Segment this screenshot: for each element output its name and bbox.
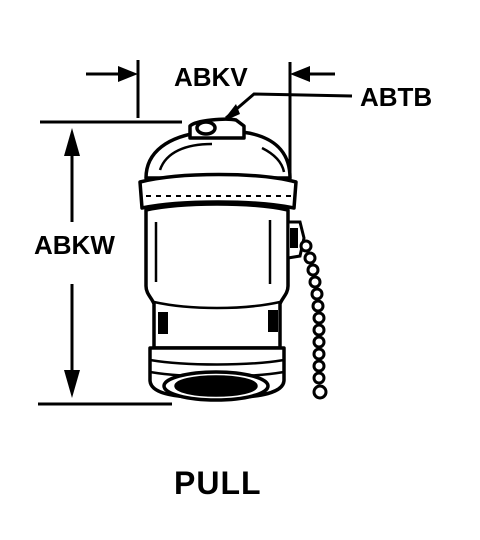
socket-body	[138, 117, 298, 402]
socket-collar	[138, 172, 298, 210]
pull-chain	[286, 220, 328, 400]
abkv-label: ABKV	[174, 62, 248, 92]
abtb-label: ABTB	[360, 82, 432, 112]
abkw-dimension	[38, 120, 182, 406]
abkw-label: ABKW	[34, 230, 115, 260]
abkv-dimension	[86, 60, 335, 178]
diagram-caption: PULL	[174, 465, 262, 501]
socket-shell	[144, 202, 290, 350]
